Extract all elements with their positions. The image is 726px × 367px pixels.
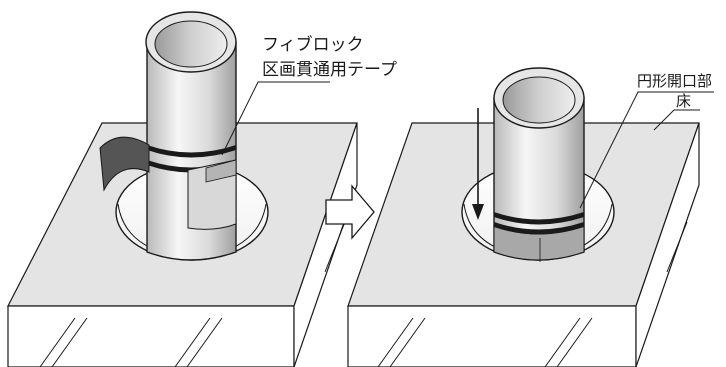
opening-label: 円形開口部	[637, 72, 712, 90]
right-floor-slab-side	[635, 122, 700, 367]
right-floor-slab-front	[347, 305, 637, 367]
floor-leader-line	[653, 109, 700, 131]
right-scene: 円形開口部 床	[347, 67, 714, 367]
tape-label-line1: フィブロック	[262, 34, 364, 55]
left-tape-peeled-strip	[99, 136, 150, 192]
left-tape-leader-line	[221, 81, 330, 156]
left-pipe-opening	[154, 20, 228, 68]
right-arrow-icon	[325, 184, 375, 240]
right-slab-hatching	[377, 221, 688, 367]
left-floor-slab-front	[7, 305, 295, 367]
opening-leader-line	[579, 91, 714, 209]
left-tape-band-upper	[147, 145, 236, 158]
right-tape-band-lower	[494, 222, 584, 235]
left-slab-hatching	[39, 221, 346, 367]
right-tape-band-upper	[494, 212, 584, 225]
left-floor-slab-side	[293, 122, 358, 367]
down-arrow-icon	[472, 108, 484, 220]
floor-label: 床	[676, 92, 691, 110]
left-tape-wrap-edge	[205, 159, 237, 183]
left-scene: フィブロック 区画貫通用テープ	[7, 11, 397, 367]
right-pipe-opening	[502, 76, 576, 124]
tape-label-line2: 区画貫通用テープ	[262, 60, 397, 80]
